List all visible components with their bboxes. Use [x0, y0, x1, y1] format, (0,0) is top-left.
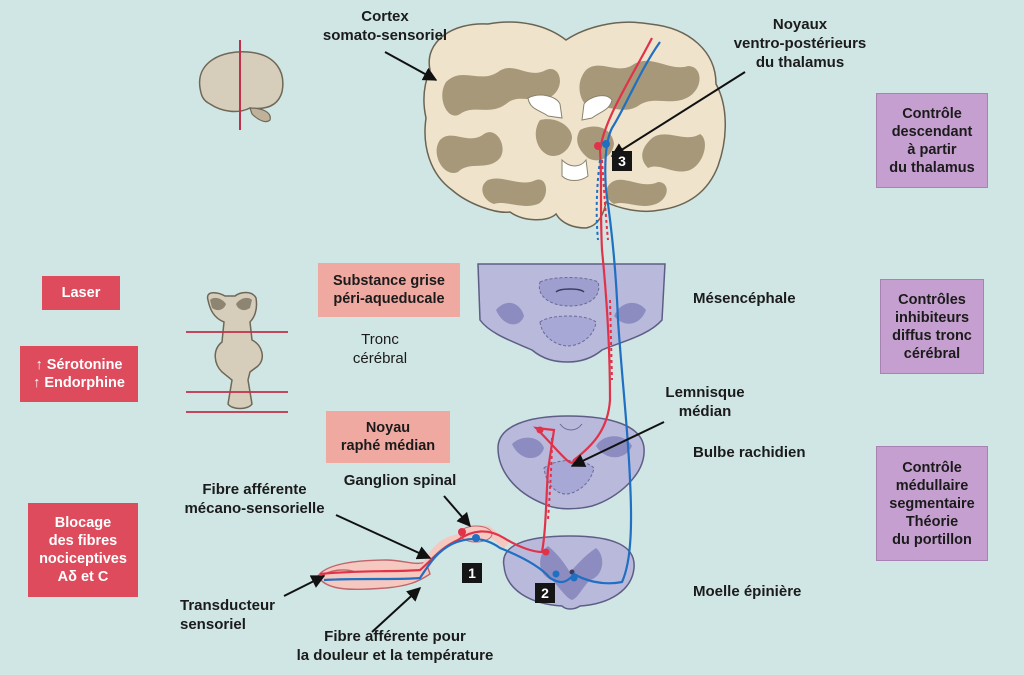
brain-coronal-section — [423, 21, 726, 229]
box-laser: Laser — [42, 276, 120, 310]
box-serotonine-endorphine: ↑ Sérotonine↑ Endorphine — [20, 346, 138, 402]
neuron-dots — [458, 140, 610, 582]
marker-3: 3 — [612, 151, 632, 171]
blue-pathway-line — [323, 41, 661, 585]
annotation-arrows — [283, 51, 746, 633]
blue-dotted-descending — [595, 159, 601, 241]
mesencephalon-section — [477, 263, 666, 363]
label-moelle-epiniere: Moelle épinière — [693, 583, 802, 600]
brainstem-icon — [186, 291, 288, 413]
label-bulbe-rachidien: Bulbe rachidien — [693, 444, 806, 461]
red-dotted-descending — [547, 159, 613, 521]
label-ganglion-spinal: Ganglion spinal — [343, 472, 457, 489]
marker-1: 1 — [462, 563, 482, 583]
label-mesencephale: Mésencéphale — [693, 290, 796, 307]
marker-2: 2 — [535, 583, 555, 603]
brain-side-view-icon — [198, 40, 284, 130]
